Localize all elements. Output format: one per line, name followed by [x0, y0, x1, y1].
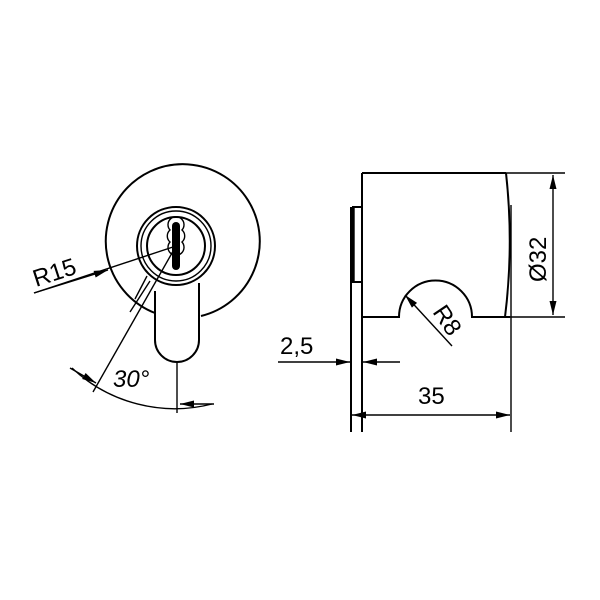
cylinder-tail: [154, 283, 200, 363]
length-label: 35: [418, 383, 445, 410]
side-view: R8 Ø32 2,5 35: [278, 172, 565, 432]
cylinder-ring-middle: [140, 210, 212, 282]
angle-arrow-left: [69, 367, 97, 384]
angle-leg-inclined: [92, 245, 177, 393]
keyway-icon: [166, 216, 186, 256]
body-rear-curve: [504, 172, 511, 318]
angle-label: 30°: [113, 366, 150, 393]
r15-label: R15: [30, 253, 80, 292]
r8-label: R8: [427, 300, 467, 341]
body-bottom-with-notch: [362, 279, 510, 318]
cylinder-ring-outer: [136, 206, 216, 286]
tail-edge: [129, 275, 151, 313]
r8-leader: [404, 294, 453, 347]
rosette-outline: [104, 163, 261, 317]
r15-arrow: [33, 269, 109, 294]
diameter-label: Ø32: [525, 237, 552, 282]
flange-thickness-label: 2,5: [280, 333, 313, 360]
front-view: R15 30°: [30, 163, 261, 413]
